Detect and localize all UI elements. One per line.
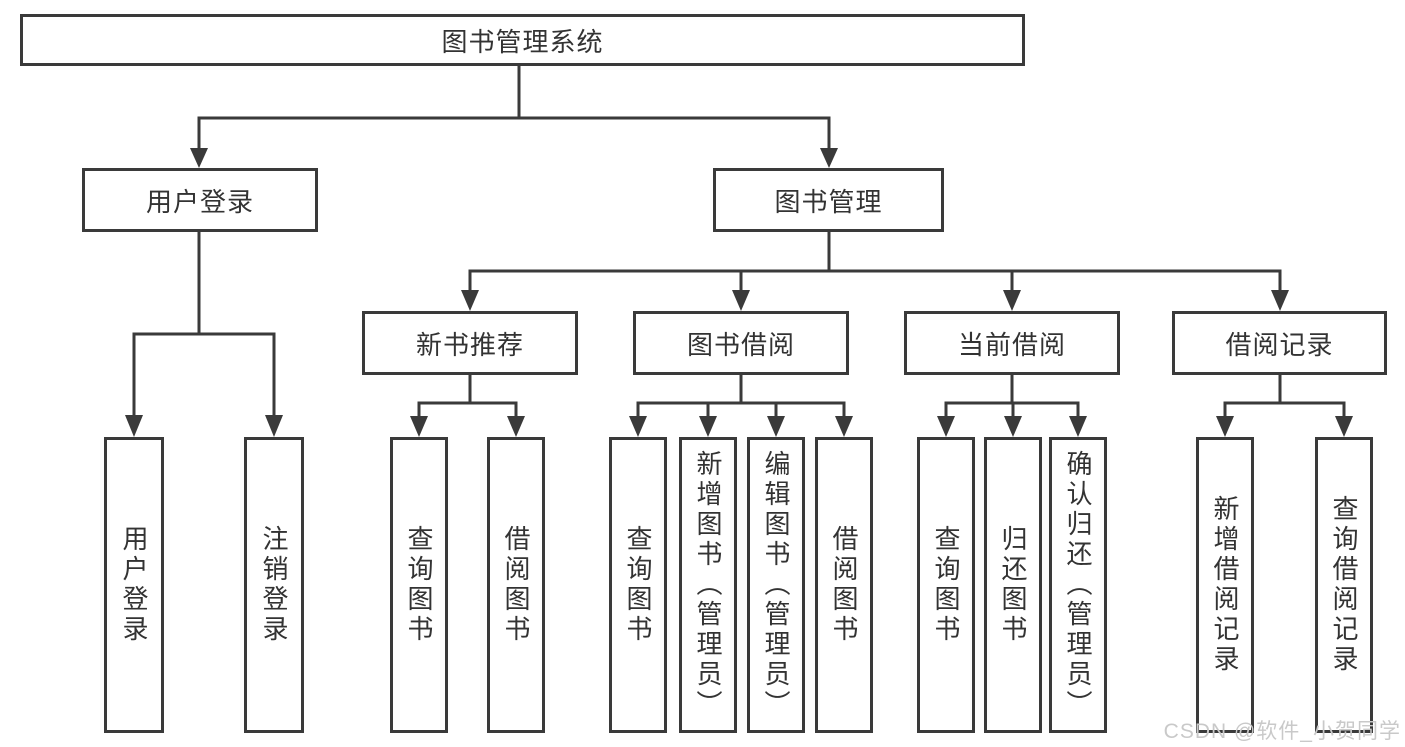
leaf-records-add-borrow-record-label: 新增借阅记录 [1210,495,1240,675]
leaf-newbook-query-books-label: 查询图书 [404,525,434,645]
leaf-borrowing-add-books-admin-label: 新增图书（管理员） [693,450,723,720]
leaf-current-return-books-label: 归还图书 [998,525,1028,645]
node-user-login: 用户登录 [82,168,318,232]
leaf-current-query-books-label: 查询图书 [931,525,961,645]
node-book-management: 图书管理 [713,168,944,232]
leaf-current-confirm-return-admin-label: 确认归还（管理员） [1063,450,1093,720]
leaf-newbook-borrow-books-label: 借阅图书 [501,525,531,645]
csdn-watermark: CSDN @软件_小贺同学 [1163,720,1401,743]
node-borrowing-records-label: 借阅记录 [1225,329,1334,360]
node-new-book-recommendation-label: 新书推荐 [415,329,524,360]
node-book-borrowing: 图书借阅 [633,311,849,375]
leaf-current-return-books: 归还图书 [984,437,1042,733]
node-new-book-recommendation: 新书推荐 [362,311,578,375]
leaf-borrowing-add-books-admin: 新增图书（管理员） [679,437,737,733]
node-borrowing-records: 借阅记录 [1172,311,1387,375]
leaf-borrowing-borrow-books: 借阅图书 [815,437,873,733]
leaf-borrowing-query-books-label: 查询图书 [623,525,653,645]
leaf-newbook-borrow-books: 借阅图书 [487,437,545,733]
leaf-records-query-borrow-record-label: 查询借阅记录 [1329,495,1359,675]
node-current-borrowing-label: 当前借阅 [957,329,1066,360]
leaf-current-confirm-return-admin: 确认归还（管理员） [1049,437,1107,733]
node-root-label: 图书管理系统 [441,26,604,57]
leaf-user-login: 用户登录 [104,437,164,733]
leaf-records-add-borrow-record: 新增借阅记录 [1196,437,1254,733]
node-user-login-label: 用户登录 [145,186,254,217]
leaf-current-query-books: 查询图书 [917,437,975,733]
leaf-newbook-query-books: 查询图书 [390,437,448,733]
node-current-borrowing: 当前借阅 [904,311,1120,375]
node-root: 图书管理系统 [20,14,1025,66]
leaf-logout: 注销登录 [244,437,304,733]
leaf-records-query-borrow-record: 查询借阅记录 [1315,437,1373,733]
leaf-borrowing-edit-books-admin-label: 编辑图书（管理员） [761,450,791,720]
leaf-user-login-label: 用户登录 [119,525,149,645]
node-book-management-label: 图书管理 [774,186,883,217]
arrow-down-icons [125,148,1353,437]
leaf-borrowing-query-books: 查询图书 [609,437,667,733]
leaf-borrowing-borrow-books-label: 借阅图书 [829,525,859,645]
leaf-logout-label: 注销登录 [259,525,289,645]
leaf-borrowing-edit-books-admin: 编辑图书（管理员） [747,437,805,733]
node-book-borrowing-label: 图书借阅 [686,329,795,360]
